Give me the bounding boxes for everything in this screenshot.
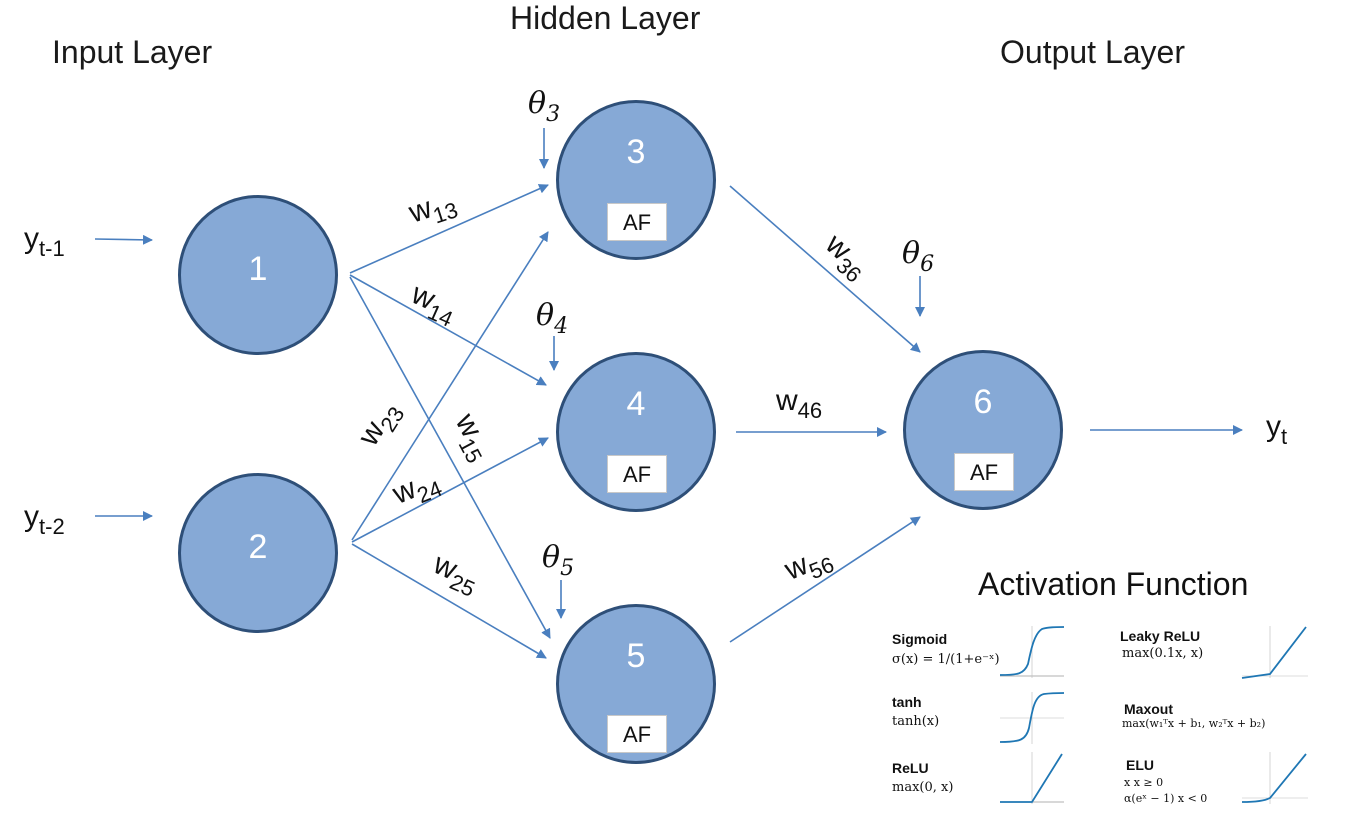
leaky-relu-name: Leaky ReLU [1120, 628, 1201, 644]
elu-formula-line1: x x ≥ 0 [1124, 776, 1164, 789]
node-1: 1 [178, 195, 338, 355]
relu-formula: max(0, x) [892, 780, 954, 795]
edge-2-5 [351, 543, 547, 659]
edge-1-4 [349, 274, 547, 386]
edge-1-5 [349, 276, 551, 639]
input-layer-title: Input Layer [52, 34, 213, 70]
arrow-y1-to-1 [94, 234, 153, 245]
edge-1-3 [349, 184, 549, 274]
tanh-name: tanh [892, 694, 922, 710]
leaky-relu-plot [1241, 626, 1308, 679]
relu-name: ReLU [892, 760, 929, 776]
node-3-af-box: AF [607, 203, 667, 241]
node-6-label: 6 [973, 383, 993, 421]
activation-function-title: Activation Function [978, 566, 1249, 602]
edge-2-4 [351, 437, 549, 543]
edge-2-3 [351, 231, 549, 541]
node-4: 4 AF [556, 352, 716, 512]
elu-name: ELU [1126, 757, 1154, 773]
maxout-formula: max(w₁ᵀx + b₁, w₂ᵀx + b₂) [1122, 717, 1266, 730]
node-5-af-box: AF [607, 715, 667, 753]
node-3: 3 AF [556, 100, 716, 260]
hidden-layer-title: Hidden Layer [510, 0, 701, 36]
output-layer-title: Output Layer [1000, 34, 1185, 70]
maxout-name: Maxout [1124, 701, 1173, 717]
sigmoid-plot [999, 626, 1065, 678]
edge-3-6 [729, 185, 921, 353]
node-1-label: 1 [248, 250, 268, 288]
node-5: 5 AF [556, 604, 716, 764]
elu-formula-line2: α(eˣ − 1) x < 0 [1124, 792, 1208, 805]
node-2-label: 2 [248, 528, 268, 566]
elu-plot [1241, 752, 1308, 804]
bias-theta6: θ6 [902, 236, 935, 277]
bias-theta3: θ3 [528, 86, 561, 127]
edge-5-6 [729, 516, 921, 643]
node-6-af-box: AF [954, 453, 1014, 491]
leaky-relu-formula: max(0.1x, x) [1122, 646, 1204, 661]
relu-plot [1000, 752, 1064, 804]
tanh-formula: tanh(x) [892, 714, 940, 729]
bias-theta5: θ5 [542, 540, 575, 581]
node-3-label: 3 [626, 133, 646, 171]
output-y-t: yt [1266, 410, 1288, 449]
weight-w46: w46 [776, 384, 823, 423]
node-5-label: 5 [626, 637, 646, 675]
node-6: 6 AF [903, 350, 1063, 510]
sigmoid-name: Sigmoid [892, 631, 948, 647]
bias-theta4: θ4 [536, 298, 569, 339]
node-4-label: 4 [626, 385, 646, 423]
tanh-plot [999, 692, 1065, 744]
input-y-t-2: yt-2 [24, 500, 65, 539]
sigmoid-formula: σ(x) = 1/(1+e⁻ˣ) [892, 652, 1000, 667]
node-2: 2 [178, 473, 338, 633]
input-y-t-1: yt-1 [24, 222, 65, 261]
node-4-af-box: AF [607, 455, 667, 493]
